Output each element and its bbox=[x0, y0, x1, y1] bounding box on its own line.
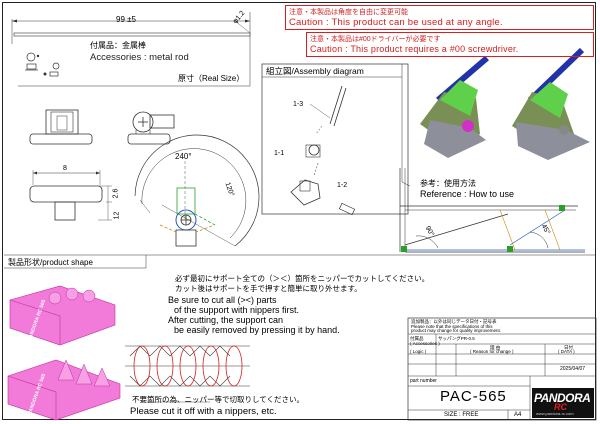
assembly-label-1-3: 1-3 bbox=[293, 101, 304, 108]
assembly-label-1-2: 1-2 bbox=[337, 182, 348, 189]
assembly-label-1-1: 1-1 bbox=[274, 150, 285, 157]
tb-logic: ( Logic ) bbox=[410, 349, 427, 354]
instruction-jp-2: カット後はサポートを手で押すと簡単に取り外せます。 bbox=[175, 284, 362, 293]
logo-url: www.pandora-rc.com bbox=[536, 411, 574, 416]
sheet-frame bbox=[2, 2, 596, 420]
metal-rod-drawing bbox=[11, 12, 251, 44]
tb-size-label: SIZE : FREE bbox=[444, 412, 479, 418]
render-top-left bbox=[420, 55, 489, 158]
dim-height-12: 12 bbox=[113, 211, 121, 220]
reference-drawing bbox=[399, 168, 585, 253]
front-view-drawing bbox=[29, 109, 93, 145]
accessory-jp: 付属品：金属棒 bbox=[90, 41, 146, 50]
tb-col-date: 日付 bbox=[564, 345, 573, 350]
render-top-right bbox=[512, 47, 590, 160]
product-shape-title: 製品形状/product shape bbox=[8, 258, 93, 267]
instruction-en-1: Be sure to cut all (><) parts bbox=[168, 295, 277, 305]
tb-note-jp: 追加製品：以外は同じデータ日付・記号表 bbox=[411, 319, 497, 324]
product-shape-render bbox=[7, 285, 121, 421]
instruction-en-2: of the support with nippers first. bbox=[174, 305, 300, 315]
dim-width: 8 bbox=[63, 165, 67, 172]
tb-col-reason-en: ( Reason for change ) bbox=[470, 349, 514, 354]
pandora-logo: PANDORA RC www.pandora-rc.com bbox=[532, 388, 594, 418]
base-view-drawing bbox=[29, 170, 112, 221]
small-parts-icon bbox=[25, 52, 60, 77]
tb-note-en-1: Please note that the specifications of t… bbox=[411, 324, 493, 329]
tb-note-en-2: product may change for quality improveme… bbox=[411, 328, 502, 333]
assembly-title: 組立図/Assembly diagram bbox=[266, 66, 364, 76]
caution-screwdriver-jp: 注意・本製品は#00ドライバーが必要です bbox=[310, 36, 441, 43]
assembly-box bbox=[261, 63, 411, 216]
real-size-label: 原寸（Real Size） bbox=[178, 74, 245, 83]
tb-col-reason: 理 由 bbox=[490, 345, 501, 350]
instruction-en-4: be easily removed by pressing it by hand… bbox=[174, 325, 340, 335]
instruction-en-5: Please cut it off with a nippers, etc. bbox=[130, 406, 277, 417]
tb-part-number: PAC-565 bbox=[440, 388, 507, 405]
logo-mark: RC bbox=[554, 402, 567, 412]
tb-accessories: 付属品 ( Accessories ) bbox=[410, 336, 440, 346]
caution-angle-jp: 注意・本製品は角度を自由に変更可能 bbox=[289, 9, 408, 16]
instruction-jp-3: 不要箇所の為、ニッパー等で切取りしてください。 bbox=[132, 395, 305, 404]
tb-col-date-en: ( DATA ) bbox=[558, 349, 575, 354]
instruction-en-3: After cutting, the support can bbox=[168, 315, 284, 325]
caution-angle-box: 注意・本製品は角度を自由に変更可能 Caution : This product… bbox=[285, 5, 594, 30]
tb-part-number-label: part number bbox=[410, 378, 437, 384]
reference-jp: 参考：使用方法 bbox=[420, 179, 476, 188]
accessory-en: Accessories : metal rod bbox=[90, 52, 189, 63]
caution-angle-en: Caution : This product can be used at an… bbox=[289, 17, 503, 28]
logo-brand: PANDORA bbox=[534, 391, 591, 405]
tb-paper: A4 bbox=[514, 412, 522, 418]
caution-screwdriver-en: Caution : This product requires a #00 sc… bbox=[310, 44, 519, 54]
angle-range-drawing bbox=[134, 134, 260, 247]
dim-height-2-6: 2.6 bbox=[112, 188, 120, 199]
support-cut-diagram bbox=[125, 345, 250, 403]
tb-row-code: サッパングPR-0.5 bbox=[438, 336, 475, 341]
caution-screwdriver-box: 注意・本製品は#00ドライバーが必要です Caution : This prod… bbox=[306, 32, 594, 57]
instruction-jp-1: 必ず最初にサポート全ての（＞＜）箇所をニッパーでカットしてください。 bbox=[175, 274, 430, 283]
side-view-drawing bbox=[127, 111, 175, 145]
title-block-frame bbox=[407, 317, 597, 421]
angle-240: 240° bbox=[175, 152, 192, 161]
rod-length-label: 99 ±5 bbox=[116, 15, 136, 24]
tb-date-value: 2025/04/07 bbox=[560, 366, 586, 372]
reference-en: Reference : How to use bbox=[420, 189, 515, 199]
